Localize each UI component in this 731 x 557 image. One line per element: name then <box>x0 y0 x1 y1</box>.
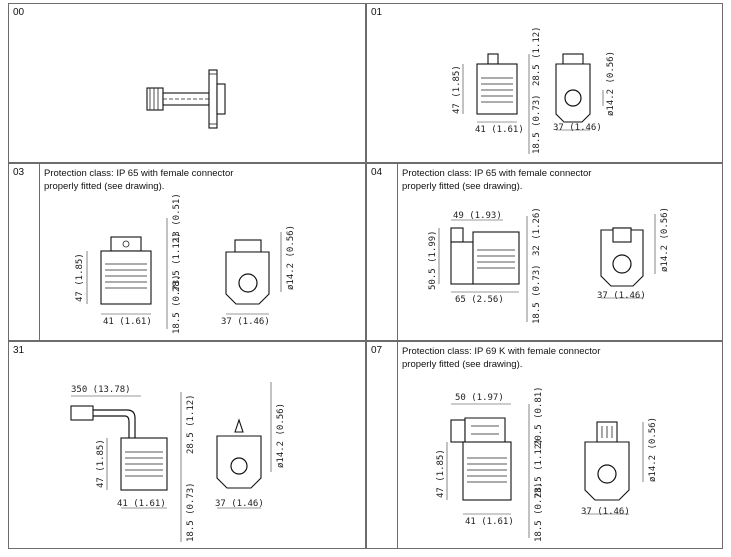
dim-28-5: 28.5 (1.12) <box>172 232 182 292</box>
panel-04: 04 Protection class: IP 65 with female c… <box>366 163 723 341</box>
panel-code: 01 <box>371 7 383 18</box>
coil-side-view <box>584 421 630 501</box>
description-column: Protection class: IP 65 with female conn… <box>39 164 233 340</box>
dim-diameter: ø14.2 (0.56) <box>660 207 670 272</box>
panel-code: 07 <box>371 345 383 356</box>
dim-18-5: 18.5 (0.73) <box>534 482 544 542</box>
desc-line-1: Protection class: IP 65 with female conn… <box>402 168 592 179</box>
coil-side-view <box>216 418 262 489</box>
coil-front-view <box>476 53 518 115</box>
protection-description: Protection class: IP 69 K with female co… <box>402 345 652 371</box>
dim-width-65: 65 (2.56) <box>455 295 504 305</box>
dim-width-37: 37 (1.46) <box>553 123 602 133</box>
dimension-lines <box>86 218 282 329</box>
panel-00: 00 <box>8 3 366 163</box>
dim-width-41: 41 (1.61) <box>465 517 514 527</box>
dim-13: 13 (0.51) <box>172 193 182 242</box>
dim-height-47: 47 (1.85) <box>452 65 462 114</box>
dim-height-50-5: 50.5 (1.99) <box>428 230 438 290</box>
desc-line-2: properly fitted (see drawing). <box>44 181 165 192</box>
panel-01: 01 47 (1.85) <box>366 3 723 163</box>
dim-18-5: 18.5 (0.73) <box>172 274 182 334</box>
panel-00-drawing <box>146 69 226 129</box>
dim-height-47: 47 (1.85) <box>436 449 446 498</box>
dim-height-47: 47 (1.85) <box>75 253 85 302</box>
panel-07-drawing: 50 (1.97) 47 (1.85) 41 (1.61) 20.5 (0.81… <box>436 386 658 542</box>
panel-01-drawing: 47 (1.85) 41 (1.61) 18.5 (0.73) 28.5 (1.… <box>452 26 616 154</box>
panel-04-drawing: 49 (1.93) 50.5 (1.99) 65 (2.56) 32 (1.26… <box>428 207 670 324</box>
description-column: Protection class: IP 69 K with female co… <box>397 342 600 548</box>
dim-18-5: 18.5 (0.73) <box>186 482 196 542</box>
dim-height-47: 47 (1.85) <box>96 439 106 488</box>
dim-32: 32 (1.26) <box>532 207 542 256</box>
dimension-lines <box>71 382 272 542</box>
coil-with-connector-front-view <box>450 227 520 285</box>
panel-07: 07 Protection class: IP 69 K with female… <box>366 341 723 549</box>
protection-description: Protection class: IP 65 with female conn… <box>44 167 294 193</box>
dim-diameter: ø14.2 (0.56) <box>286 225 296 290</box>
coil-side-view <box>225 239 270 305</box>
dim-28-5: 28.5 (1.12) <box>186 394 196 454</box>
dim-width-37: 37 (1.46) <box>581 507 630 517</box>
dim-width-41: 41 (1.61) <box>103 317 152 327</box>
dim-18-5: 18.5 (0.73) <box>532 264 542 324</box>
dim-width-41: 41 (1.61) <box>117 499 166 509</box>
desc-line-1: Protection class: IP 65 with female conn… <box>44 168 234 179</box>
dim-width-50: 50 (1.97) <box>455 393 504 403</box>
dim-diameter: ø14.2 (0.56) <box>648 417 658 482</box>
coil-with-cable-front-view <box>70 405 168 491</box>
desc-line-2: properly fitted (see drawing). <box>402 359 523 370</box>
panel-03: 03 Protection class: IP 65 with female c… <box>8 163 366 341</box>
dim-width-37: 37 (1.46) <box>597 291 646 301</box>
coil-side-view <box>555 53 591 123</box>
dimension-lines <box>438 214 656 322</box>
dim-diameter: ø14.2 (0.56) <box>606 51 616 116</box>
panel-code: 00 <box>13 7 25 18</box>
coil-with-connector-front-view <box>450 417 512 501</box>
dim-width-49: 49 (1.93) <box>453 211 502 221</box>
dim-20-5: 20.5 (0.81) <box>534 386 544 446</box>
desc-line-2: properly fitted (see drawing). <box>402 181 523 192</box>
dim-width-41: 41 (1.61) <box>475 125 524 135</box>
description-column: Protection class: IP 65 with female conn… <box>397 164 591 340</box>
dimension-lines <box>446 403 644 538</box>
panel-code: 31 <box>13 345 25 356</box>
coil-side-view <box>600 227 644 287</box>
coil-front-view <box>100 236 152 305</box>
dim-diameter: ø14.2 (0.56) <box>276 403 286 468</box>
panel-31-drawing: 350 (13.78) 47 (1.85) 41 (1.61) 28.5 (1.… <box>70 382 286 542</box>
dimension-lines <box>462 54 604 154</box>
valve-stem-side-view <box>146 69 226 129</box>
panel-code: 03 <box>13 167 25 178</box>
dim-18-5: 18.5 (0.73) <box>532 94 542 154</box>
dim-width-37: 37 (1.46) <box>221 317 270 327</box>
dim-28-5: 28.5 (1.12) <box>532 26 542 86</box>
dim-28-5: 28.5 (1.12) <box>534 438 544 498</box>
protection-description: Protection class: IP 65 with female conn… <box>402 167 652 193</box>
dim-width-37: 37 (1.46) <box>215 499 264 509</box>
panel-03-drawing: 47 (1.85) 41 (1.61) 13 (0.51) 28.5 (1.12… <box>75 193 296 334</box>
dim-length-350: 350 (13.78) <box>71 385 131 395</box>
desc-line-1: Protection class: IP 69 K with female co… <box>402 346 601 357</box>
panel-31: 31 <box>8 341 366 549</box>
panel-code: 04 <box>371 167 383 178</box>
